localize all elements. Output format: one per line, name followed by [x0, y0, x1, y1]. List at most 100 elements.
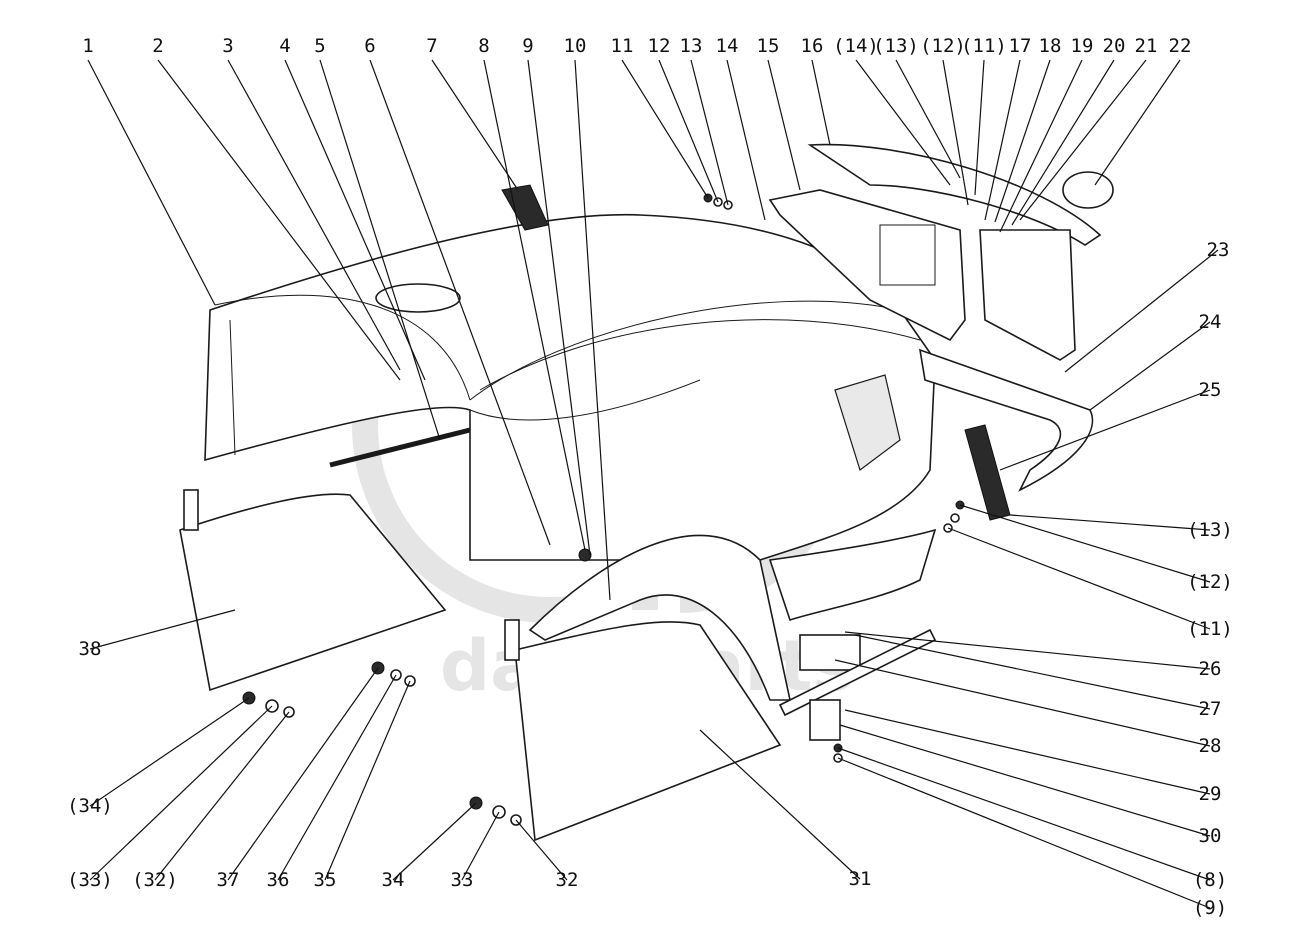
leader-line-c2 — [157, 59, 401, 381]
leader-line-c11 — [621, 59, 709, 199]
callout-c13r: (13) — [1187, 519, 1233, 541]
callout-c8: 8 — [478, 35, 489, 57]
leader-line-c12 — [658, 59, 719, 203]
leader-line-c26 — [844, 631, 1211, 670]
leader-line-c9 — [527, 59, 591, 556]
leader-line-c3 — [227, 59, 401, 371]
leader-line-c15 — [767, 59, 801, 191]
leader-line-c12r — [959, 504, 1211, 583]
leader-line-c22 — [1094, 59, 1181, 186]
callout-c22: 22 — [1169, 35, 1192, 57]
callout-c17: 17 — [1009, 35, 1032, 57]
leader-line-c7 — [431, 59, 519, 191]
side-panel — [918, 348, 1094, 492]
callout-c31: 31 — [849, 868, 872, 890]
leader-line-c8r — [837, 747, 1211, 881]
gas-strut — [329, 427, 471, 468]
callout-c19: 19 — [1071, 35, 1094, 57]
callout-c18: 18 — [1039, 35, 1062, 57]
callout-c29: 29 — [1199, 783, 1222, 805]
callout-c14b: (14) — [833, 35, 879, 57]
leader-line-c18 — [994, 59, 1051, 223]
callout-c10: 10 — [564, 35, 587, 57]
callout-c7: 7 — [426, 35, 437, 57]
leader-line-c6 — [369, 59, 551, 546]
callout-c33b: (33) — [67, 869, 113, 891]
leader-line-c32 — [515, 819, 568, 881]
callout-c8r: (8) — [1193, 869, 1227, 891]
callout-c34: 34 — [382, 869, 405, 891]
leader-line-c16 — [811, 59, 831, 146]
leader-line-c33b — [89, 705, 273, 881]
leader-line-c13 — [690, 59, 729, 206]
callout-c9: 9 — [522, 35, 533, 57]
leader-line-c34 — [392, 802, 477, 881]
callout-c34b: (34) — [67, 795, 113, 817]
leader-line-c23 — [1064, 249, 1219, 373]
callout-c38: 38 — [79, 638, 102, 660]
leader-line-c14 — [726, 59, 766, 221]
leader-line-c8 — [483, 59, 586, 551]
callout-c12: 12 — [648, 35, 671, 57]
callout-c13: 13 — [680, 35, 703, 57]
leader-line-c17 — [984, 59, 1021, 221]
callout-c6: 6 — [364, 35, 375, 57]
leader-line-c14b — [855, 59, 951, 186]
callout-c33: 33 — [451, 869, 474, 891]
callout-c4: 4 — [279, 35, 290, 57]
leader-line-c9r — [837, 757, 1211, 909]
callout-c11r: (11) — [1187, 618, 1233, 640]
leader-line-c19 — [999, 59, 1083, 233]
callout-c36: 36 — [267, 869, 290, 891]
leader-line-c32b — [154, 711, 290, 881]
rear-panel — [768, 189, 966, 342]
callout-c35: 35 — [314, 869, 337, 891]
leader-line-c13b — [895, 59, 961, 179]
callout-c20: 20 — [1103, 35, 1126, 57]
grab-handle — [501, 184, 549, 231]
callout-c14: 14 — [716, 35, 739, 57]
callout-c37: 37 — [217, 869, 240, 891]
left-window-panel — [179, 489, 447, 692]
callout-c28: 28 — [1199, 735, 1222, 757]
leader-line-c4 — [284, 59, 426, 381]
leader-line-c25 — [999, 389, 1211, 471]
leader-line-c5 — [319, 59, 441, 441]
roof-cap — [807, 143, 1102, 361]
callout-c11: 11 — [611, 35, 634, 57]
leader-line-c20 — [1011, 59, 1115, 226]
leader-line-c38 — [89, 609, 236, 650]
callout-c24: 24 — [1199, 311, 1222, 333]
fender-assembly — [528, 528, 937, 701]
callout-c21: 21 — [1135, 35, 1158, 57]
callout-c13b: (13) — [873, 35, 919, 57]
leader-line-c27 — [854, 634, 1211, 710]
callout-c15: 15 — [757, 35, 780, 57]
leader-line-c1 — [87, 59, 216, 306]
leader-line-c12b — [942, 59, 969, 206]
callout-c30: 30 — [1199, 825, 1222, 847]
callout-c23: 23 — [1207, 239, 1230, 261]
leader-line-c29 — [844, 709, 1211, 795]
callout-c11b: (11) — [961, 35, 1007, 57]
front-window-panel — [504, 619, 782, 842]
callout-c5: 5 — [314, 35, 325, 57]
callout-c12r: (12) — [1187, 571, 1233, 593]
callout-c32: 32 — [556, 869, 579, 891]
callout-c1: 1 — [82, 35, 93, 57]
leader-line-c11r — [947, 527, 1211, 630]
leader-line-c35 — [324, 680, 411, 881]
callout-c2: 2 — [152, 35, 163, 57]
leader-line-c11b — [974, 59, 985, 196]
leader-line-c10 — [574, 59, 611, 601]
callout-c26: 26 — [1199, 658, 1222, 680]
step-plate — [964, 424, 1011, 521]
leader-line-c13r — [1009, 514, 1211, 531]
leader-line-c30 — [839, 724, 1211, 837]
leader-line-c24 — [1089, 321, 1211, 411]
leader-line-c31 — [699, 729, 861, 880]
leader-line-c34b — [89, 697, 250, 807]
leader-line-c28 — [834, 659, 1211, 747]
